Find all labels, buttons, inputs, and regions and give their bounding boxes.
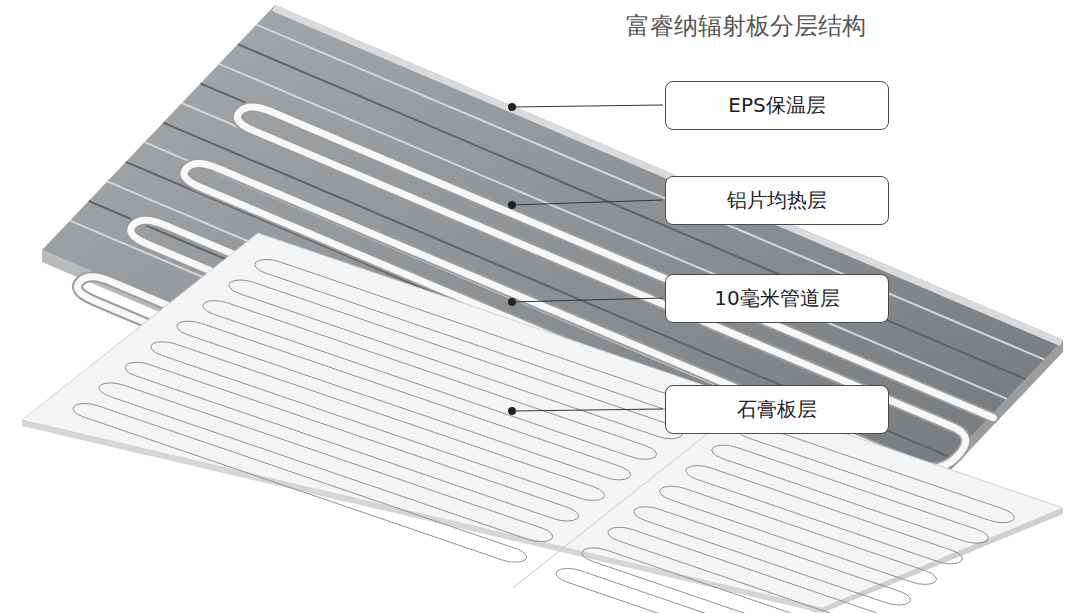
diagram-title: 富睿纳辐射板分层结构 [626,10,866,42]
gypsum-face [22,233,1063,608]
layer-label: 石膏板层 [737,396,817,423]
callout-box: 10毫米管道层 [665,274,889,323]
layer-label: 铝片均热层 [727,187,827,214]
leader-lines [512,105,663,411]
callout-box: 石膏板层 [665,385,889,434]
leader-dots [508,103,516,415]
layer-label: EPS保温层 [728,92,825,119]
callout-box: 铝片均热层 [665,176,889,225]
callout-box: EPS保温层 [665,81,889,130]
layer-label: 10毫米管道层 [714,285,839,312]
gypsum-slots [46,241,1039,613]
